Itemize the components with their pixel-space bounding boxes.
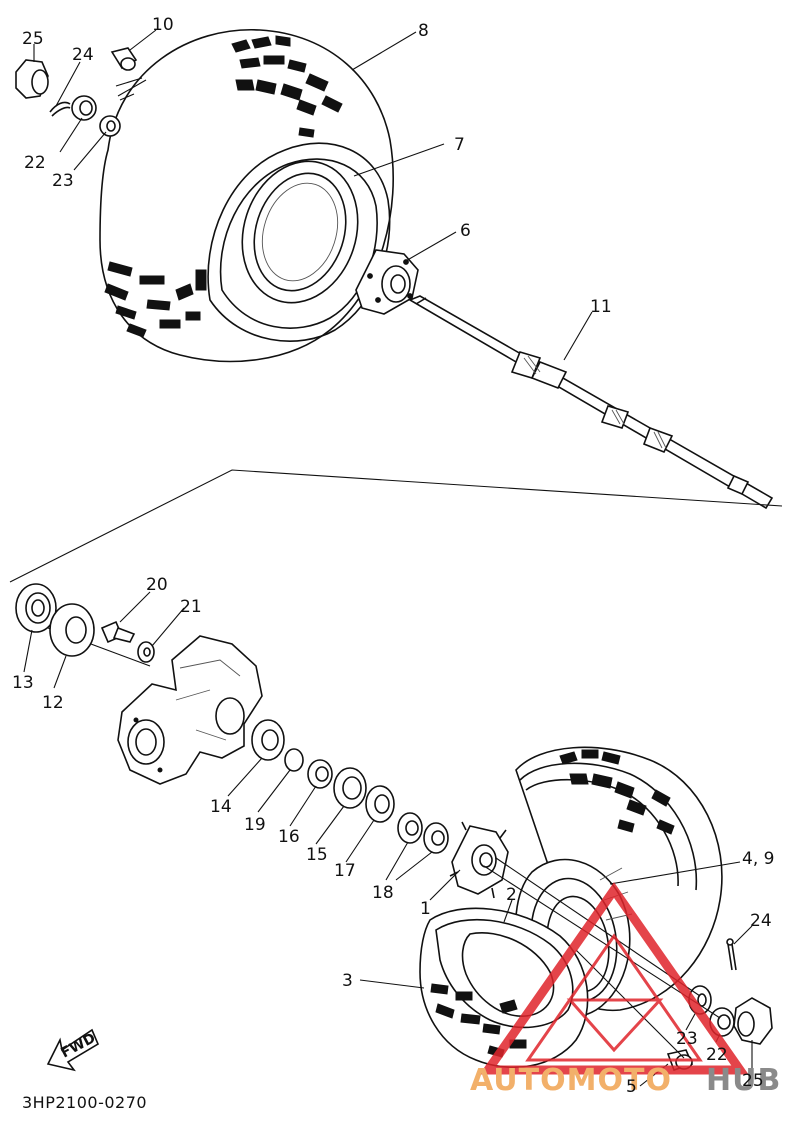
watermark-brand-a: AUTOMOTO: [470, 1063, 672, 1098]
part-12-bearing: [49, 603, 95, 657]
tread-lugs-lower-front: [430, 983, 527, 1058]
callout-7: 7: [454, 135, 465, 155]
callout-22-lower: 22: [706, 1045, 728, 1065]
callout-11: 11: [590, 297, 612, 317]
callout-21: 21: [180, 597, 202, 617]
part-25-cap-lower: [733, 997, 773, 1045]
callout-1: 1: [420, 899, 431, 919]
part-13-seal: [15, 583, 57, 633]
callout-22-upper: 22: [24, 153, 46, 173]
callout-24-upper: 24: [72, 45, 94, 65]
part-24-cotter-pin-lower: [726, 938, 737, 971]
part-11-axle: [408, 295, 774, 510]
part-22-nut-upper: [71, 95, 97, 121]
part-21-washer: [137, 641, 155, 663]
part-10-collar: [110, 47, 138, 71]
part-14-bearing: [251, 719, 285, 761]
part-code: 3HP2100-0270: [22, 1093, 147, 1112]
callout-25-lower: 25: [742, 1071, 764, 1091]
tire-lower-front: [419, 907, 589, 1069]
callout-5: 5: [626, 1077, 637, 1097]
part-16-spacer: [307, 759, 333, 789]
callout-14: 14: [210, 797, 232, 817]
callout-23-upper: 23: [52, 171, 74, 191]
fwd-arrow: FWD: [46, 1028, 100, 1072]
part-25-cap-upper: [15, 59, 49, 99]
callout-2: 2: [506, 885, 517, 905]
part-6-hub: [355, 249, 419, 315]
callout-4-9: 4, 9: [742, 849, 774, 869]
callout-20: 20: [146, 575, 168, 595]
callout-25-upper: 25: [22, 29, 44, 49]
callout-13: 13: [12, 673, 34, 693]
part-18-bearings: [397, 812, 449, 854]
callout-16: 16: [278, 827, 300, 847]
part-19-circlip: [284, 748, 304, 772]
part-23-washer-upper: [99, 115, 121, 137]
part-15-seal: [333, 767, 367, 809]
axle-housing: [117, 635, 263, 785]
callout-8: 8: [418, 21, 429, 41]
leader-lines: [23, 29, 753, 1087]
callout-labels: 25 10 24 22 23 8 7 6 11 20 21 13 12 14 1…: [12, 15, 774, 1097]
part-1-hub: [449, 821, 509, 899]
callout-19: 19: [244, 815, 266, 835]
automotohub-watermark-logo: [479, 882, 749, 1075]
tread-lugs-upper: [104, 35, 343, 338]
tire-upper: [99, 29, 394, 363]
callout-12: 12: [42, 693, 64, 713]
callout-24-lower: 24: [750, 911, 772, 931]
callout-3: 3: [342, 971, 353, 991]
watermark-brand-b: HUB: [706, 1063, 781, 1098]
part-24-cotter-pin-upper: [49, 101, 71, 117]
callout-18: 18: [372, 883, 394, 903]
part-17-seal: [365, 785, 395, 823]
fwd-label: FWD: [58, 1030, 98, 1061]
callout-6: 6: [460, 221, 471, 241]
callout-15: 15: [306, 845, 328, 865]
callout-10: 10: [152, 15, 174, 35]
callout-17: 17: [334, 861, 356, 881]
part-20-bolt: [100, 620, 136, 644]
callout-23-lower: 23: [676, 1029, 698, 1049]
tread-lugs-lower-outer: [559, 749, 675, 835]
